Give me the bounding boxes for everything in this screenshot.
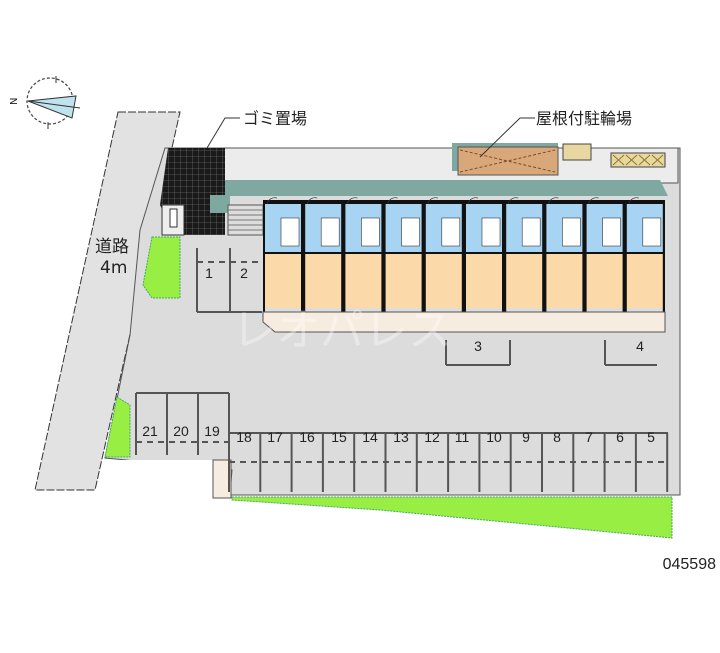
parking-space-9: 9: [522, 429, 530, 445]
garbage-area-label: ゴミ置場: [243, 109, 307, 128]
parking-space-18: 18: [236, 429, 252, 445]
parking-space-11: 11: [455, 429, 470, 445]
apartment-building: [262, 197, 666, 333]
road-width-label: 4m: [100, 258, 127, 278]
parking-space-5: 5: [647, 429, 655, 445]
parking-space-2: 2: [240, 265, 248, 281]
apartment-unit: [265, 197, 301, 312]
parking-space-7: 7: [585, 429, 593, 445]
apartment-unit: [626, 197, 663, 312]
parking-space-6: 6: [616, 429, 624, 445]
apartment-unit: [586, 197, 623, 312]
parking-space-3: 3: [474, 338, 482, 354]
apartment-unit: [506, 197, 543, 312]
apartment-unit: [466, 197, 502, 312]
bicycle-parking-label: 屋根付駐輪場: [536, 109, 632, 128]
property-code: 045598: [662, 556, 716, 573]
compass-label: N: [9, 98, 20, 105]
parking-space-12: 12: [424, 429, 440, 445]
road-label: 道路: [95, 237, 129, 257]
apartment-unit: [305, 197, 342, 312]
parking-space-13: 13: [393, 429, 409, 445]
parking-space-20: 20: [173, 423, 189, 439]
parking-space-8: 8: [553, 429, 561, 445]
parking-space-19: 19: [204, 423, 220, 439]
apartment-unit: [425, 197, 462, 312]
apartment-unit: [345, 197, 382, 312]
parking-space-17: 17: [267, 429, 283, 445]
greenery-top: [142, 236, 181, 299]
parking-space-14: 14: [362, 429, 378, 445]
parking-space-21: 21: [142, 423, 158, 439]
greenery-left: [104, 396, 131, 458]
watermark: レオパレス: [232, 305, 452, 356]
road: [34, 111, 181, 491]
parking-space-1: 1: [205, 265, 213, 281]
greenery-bottom: [231, 496, 673, 539]
apartment-unit: [385, 197, 422, 312]
parking-space-10: 10: [486, 429, 502, 445]
north-arrow-icon: N: [9, 76, 81, 129]
parking-space-16: 16: [299, 429, 315, 445]
parking-space-15: 15: [331, 429, 347, 445]
parking-space-4: 4: [636, 338, 644, 354]
apartment-unit: [546, 197, 583, 312]
